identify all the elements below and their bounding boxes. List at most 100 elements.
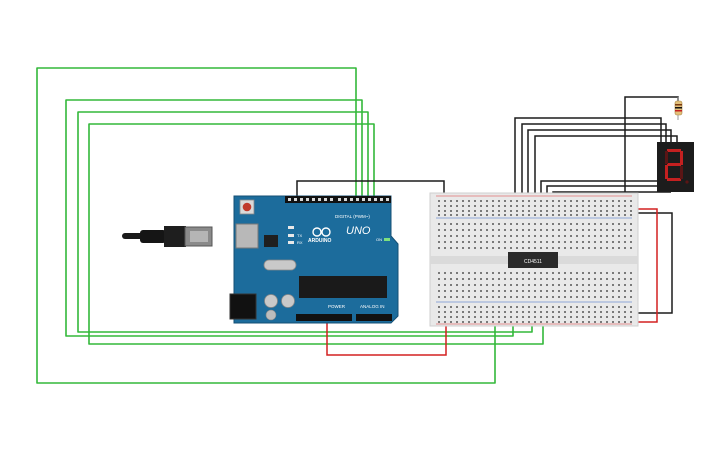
breadboard-hole[interactable] bbox=[600, 200, 602, 202]
breadboard-hole[interactable] bbox=[630, 241, 632, 243]
breadboard-hole[interactable] bbox=[588, 210, 590, 212]
breadboard-hole[interactable] bbox=[600, 321, 602, 323]
breadboard-hole[interactable] bbox=[576, 290, 578, 292]
breadboard-hole[interactable] bbox=[606, 205, 608, 207]
breadboard-hole[interactable] bbox=[612, 290, 614, 292]
breadboard-hole[interactable] bbox=[600, 223, 602, 225]
breadboard-hole[interactable] bbox=[594, 200, 596, 202]
breadboard-hole[interactable] bbox=[450, 200, 452, 202]
breadboard-hole[interactable] bbox=[540, 241, 542, 243]
breadboard-hole[interactable] bbox=[462, 229, 464, 231]
breadboard-hole[interactable] bbox=[624, 229, 626, 231]
breadboard-hole[interactable] bbox=[558, 278, 560, 280]
breadboard-hole[interactable] bbox=[444, 316, 446, 318]
breadboard-hole[interactable] bbox=[624, 247, 626, 249]
breadboard-hole[interactable] bbox=[492, 278, 494, 280]
breadboard-hole[interactable] bbox=[444, 272, 446, 274]
breadboard-hole[interactable] bbox=[582, 321, 584, 323]
breadboard-hole[interactable] bbox=[582, 290, 584, 292]
breadboard-hole[interactable] bbox=[564, 210, 566, 212]
breadboard-hole[interactable] bbox=[462, 278, 464, 280]
breadboard-hole[interactable] bbox=[570, 200, 572, 202]
breadboard-hole[interactable] bbox=[438, 214, 440, 216]
breadboard-hole[interactable] bbox=[462, 296, 464, 298]
breadboard-hole[interactable] bbox=[516, 306, 518, 308]
breadboard-hole[interactable] bbox=[492, 272, 494, 274]
breadboard-hole[interactable] bbox=[480, 290, 482, 292]
breadboard-hole[interactable] bbox=[576, 205, 578, 207]
breadboard-hole[interactable] bbox=[444, 210, 446, 212]
breadboard-hole[interactable] bbox=[456, 229, 458, 231]
breadboard-hole[interactable] bbox=[480, 278, 482, 280]
breadboard-hole[interactable] bbox=[600, 229, 602, 231]
breadboard-hole[interactable] bbox=[528, 223, 530, 225]
breadboard-hole[interactable] bbox=[504, 278, 506, 280]
red-wire-5v[interactable] bbox=[326, 313, 447, 356]
breadboard-hole[interactable] bbox=[540, 247, 542, 249]
breadboard-hole[interactable] bbox=[594, 316, 596, 318]
breadboard-hole[interactable] bbox=[594, 241, 596, 243]
breadboard-hole[interactable] bbox=[612, 306, 614, 308]
breadboard-hole[interactable] bbox=[600, 214, 602, 216]
breadboard-hole[interactable] bbox=[486, 311, 488, 313]
breadboard-hole[interactable] bbox=[606, 272, 608, 274]
breadboard-hole[interactable] bbox=[462, 241, 464, 243]
breadboard-hole[interactable] bbox=[576, 284, 578, 286]
breadboard-hole[interactable] bbox=[552, 306, 554, 308]
red-wire-right[interactable] bbox=[628, 208, 658, 323]
breadboard-hole[interactable] bbox=[516, 284, 518, 286]
breadboard-hole[interactable] bbox=[486, 241, 488, 243]
breadboard-hole[interactable] bbox=[600, 210, 602, 212]
breadboard-hole[interactable] bbox=[606, 321, 608, 323]
breadboard-hole[interactable] bbox=[468, 272, 470, 274]
breadboard-hole[interactable] bbox=[546, 210, 548, 212]
breadboard-hole[interactable] bbox=[570, 316, 572, 318]
breadboard-hole[interactable] bbox=[450, 316, 452, 318]
breadboard-hole[interactable] bbox=[498, 210, 500, 212]
breadboard-hole[interactable] bbox=[510, 290, 512, 292]
breadboard-hole[interactable] bbox=[504, 210, 506, 212]
breadboard-hole[interactable] bbox=[516, 241, 518, 243]
breadboard-hole[interactable] bbox=[480, 284, 482, 286]
breadboard-hole[interactable] bbox=[540, 284, 542, 286]
breadboard-hole[interactable] bbox=[576, 223, 578, 225]
breadboard-hole[interactable] bbox=[444, 229, 446, 231]
breadboard-hole[interactable] bbox=[510, 210, 512, 212]
breadboard-hole[interactable] bbox=[474, 205, 476, 207]
breadboard-hole[interactable] bbox=[528, 290, 530, 292]
breadboard-hole[interactable] bbox=[534, 223, 536, 225]
breadboard-hole[interactable] bbox=[546, 306, 548, 308]
breadboard-hole[interactable] bbox=[456, 290, 458, 292]
breadboard-hole[interactable] bbox=[486, 284, 488, 286]
breadboard-hole[interactable] bbox=[534, 272, 536, 274]
breadboard-hole[interactable] bbox=[630, 311, 632, 313]
breadboard-hole[interactable] bbox=[516, 229, 518, 231]
breadboard-hole[interactable] bbox=[618, 306, 620, 308]
breadboard-hole[interactable] bbox=[504, 306, 506, 308]
breadboard-hole[interactable] bbox=[438, 223, 440, 225]
breadboard-hole[interactable] bbox=[438, 235, 440, 237]
breadboard-hole[interactable] bbox=[438, 247, 440, 249]
breadboard-hole[interactable] bbox=[438, 321, 440, 323]
breadboard-hole[interactable] bbox=[552, 278, 554, 280]
breadboard-hole[interactable] bbox=[468, 205, 470, 207]
breadboard-hole[interactable] bbox=[528, 316, 530, 318]
breadboard-hole[interactable] bbox=[624, 205, 626, 207]
breadboard-hole[interactable] bbox=[450, 311, 452, 313]
breadboard-hole[interactable] bbox=[570, 306, 572, 308]
breadboard-hole[interactable] bbox=[606, 247, 608, 249]
breadboard-hole[interactable] bbox=[492, 200, 494, 202]
breadboard-hole[interactable] bbox=[612, 311, 614, 313]
breadboard-hole[interactable] bbox=[486, 306, 488, 308]
breadboard-hole[interactable] bbox=[540, 290, 542, 292]
breadboard-hole[interactable] bbox=[468, 296, 470, 298]
breadboard-hole[interactable] bbox=[588, 306, 590, 308]
breadboard-hole[interactable] bbox=[528, 229, 530, 231]
breadboard-hole[interactable] bbox=[504, 284, 506, 286]
breadboard-hole[interactable] bbox=[630, 210, 632, 212]
breadboard-hole[interactable] bbox=[492, 205, 494, 207]
breadboard-hole[interactable] bbox=[474, 284, 476, 286]
breadboard-hole[interactable] bbox=[492, 223, 494, 225]
breadboard-hole[interactable] bbox=[570, 247, 572, 249]
breadboard-hole[interactable] bbox=[600, 272, 602, 274]
